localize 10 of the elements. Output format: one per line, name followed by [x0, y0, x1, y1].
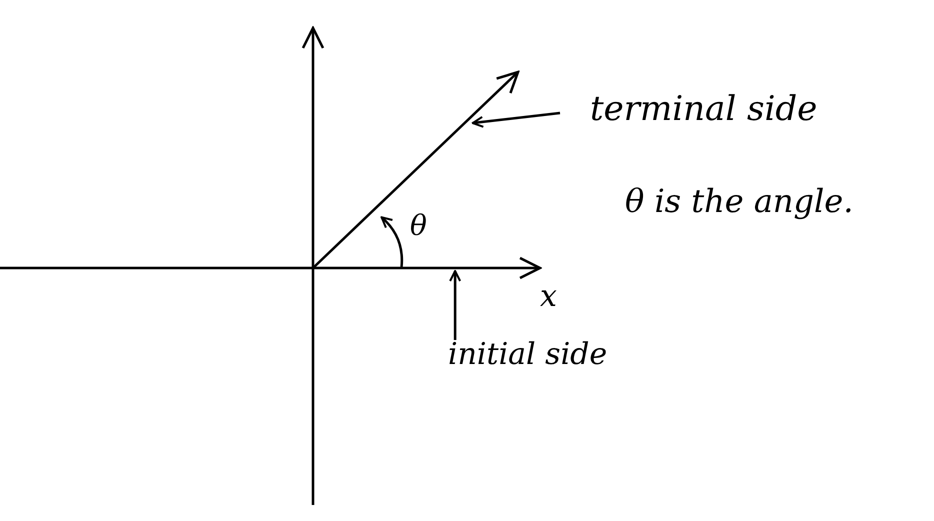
leader-line: [449, 270, 462, 340]
note-text: θ is the angle.: [625, 185, 854, 217]
angle-symbol: θ: [410, 212, 427, 240]
initial-side-ray: [313, 256, 542, 280]
callout-text: terminal side: [590, 92, 818, 126]
axis-label: x: [540, 282, 557, 312]
angle-arc-arrow: [380, 216, 404, 268]
callout-text: initial side: [448, 340, 608, 370]
terminal-side-ray: [312, 70, 520, 269]
leader-line: [472, 112, 560, 128]
